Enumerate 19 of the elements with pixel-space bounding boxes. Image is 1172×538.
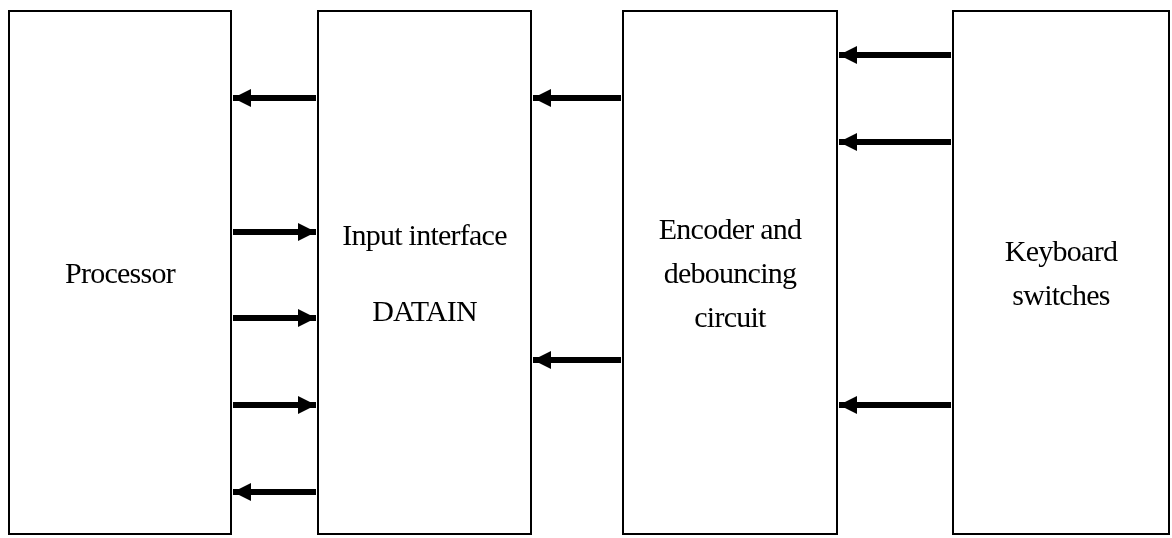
block-label: Input interface [342,216,507,253]
arrow [839,396,951,414]
arrow [533,89,621,107]
block-label: Keyboard switches [1003,232,1119,313]
arrow [233,89,316,107]
block-label: DATAIN [372,292,477,329]
arrow [839,133,951,151]
arrow [233,309,316,327]
arrow [533,351,621,369]
arrow [233,223,316,241]
arrow [233,396,316,414]
block-box [317,10,532,535]
arrow [839,46,951,64]
block-box [8,10,232,535]
block-label: Encoder and debouncing circuit [657,210,803,335]
block-box [622,10,838,535]
block-box [952,10,1170,535]
block-label: Processor [65,254,175,291]
arrow [233,483,316,501]
